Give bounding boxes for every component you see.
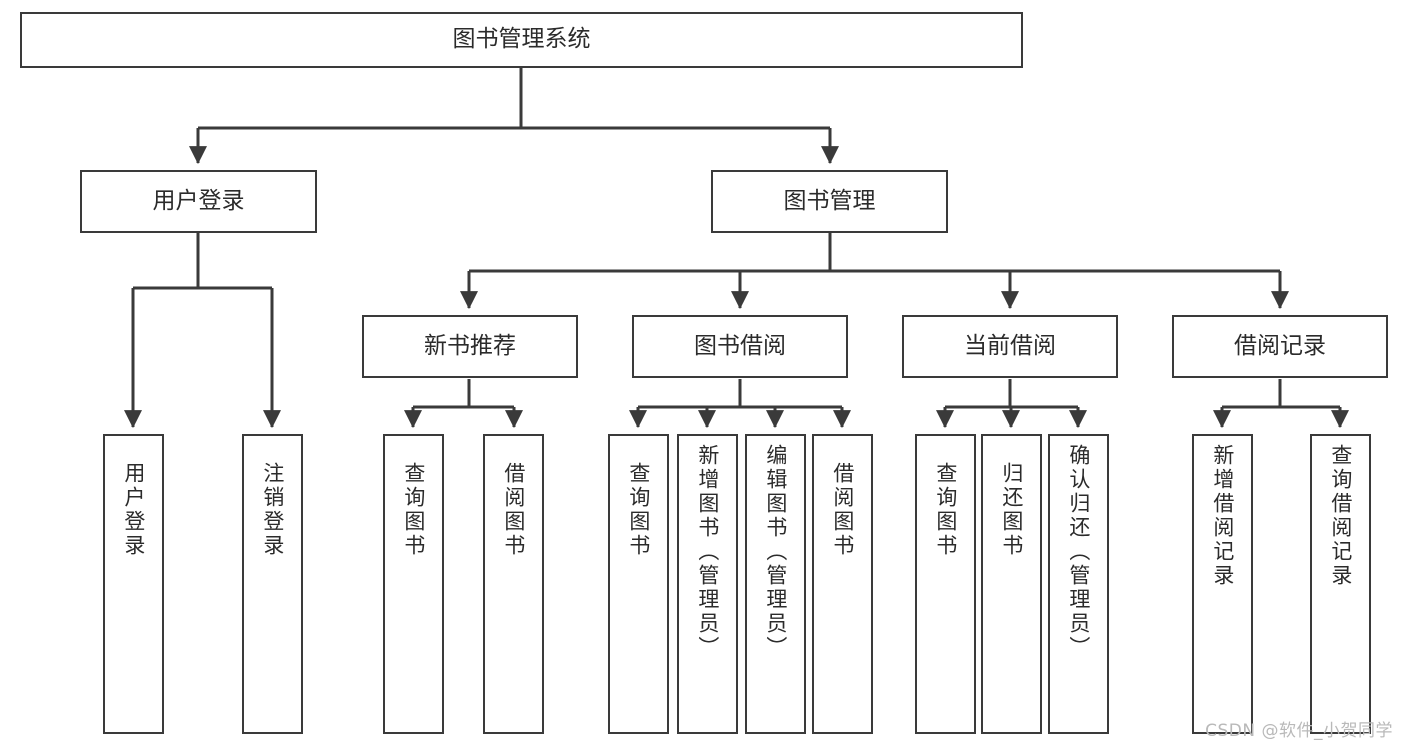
csdn-watermark: CSDN @软件_小贺同学 <box>1205 721 1393 741</box>
node-label: 查询图书 <box>401 462 426 558</box>
node-book-borrow[interactable]: 图书借阅 <box>632 315 848 378</box>
node-root-system[interactable]: 图书管理系统 <box>20 12 1023 68</box>
node-leaf-query-book-borrow[interactable]: 查询图书 <box>608 434 669 734</box>
node-label: 确认归还（管理员） <box>1066 444 1091 660</box>
node-leaf-query-borrow-record[interactable]: 查询借阅记录 <box>1310 434 1371 734</box>
node-leaf-borrow-book-recommend[interactable]: 借阅图书 <box>483 434 544 734</box>
node-leaf-return-book[interactable]: 归还图书 <box>981 434 1042 734</box>
node-label: 借阅记录 <box>1234 332 1326 359</box>
node-label: 图书管理 <box>783 187 876 214</box>
node-label: 当前借阅 <box>964 332 1056 359</box>
node-label: 借阅图书 <box>830 462 855 558</box>
node-leaf-logout-login[interactable]: 注销登录 <box>242 434 303 734</box>
node-label: 查询借阅记录 <box>1328 444 1353 588</box>
node-new-book-recommend[interactable]: 新书推荐 <box>362 315 578 378</box>
node-label: 用户登录 <box>121 462 146 558</box>
node-label: 编辑图书（管理员） <box>763 444 788 660</box>
node-book-manage[interactable]: 图书管理 <box>711 170 948 233</box>
node-label: 查询图书 <box>933 462 958 558</box>
node-leaf-add-book[interactable]: 新增图书（管理员） <box>677 434 738 734</box>
node-label: 归还图书 <box>999 462 1024 558</box>
node-leaf-user-login[interactable]: 用户登录 <box>103 434 164 734</box>
node-leaf-edit-book[interactable]: 编辑图书（管理员） <box>745 434 806 734</box>
node-label: 图书管理系统 <box>452 26 591 53</box>
node-label: 查询图书 <box>626 462 651 558</box>
node-leaf-query-book-recommend[interactable]: 查询图书 <box>383 434 444 734</box>
node-label: 注销登录 <box>260 462 285 558</box>
node-current-borrow[interactable]: 当前借阅 <box>902 315 1118 378</box>
node-label: 新增借阅记录 <box>1210 444 1235 588</box>
node-label: 新书推荐 <box>424 332 516 359</box>
node-user-login[interactable]: 用户登录 <box>80 170 317 233</box>
node-label: 借阅图书 <box>501 462 526 558</box>
node-label: 用户登录 <box>152 187 245 214</box>
node-borrow-record[interactable]: 借阅记录 <box>1172 315 1388 378</box>
node-leaf-add-borrow-record[interactable]: 新增借阅记录 <box>1192 434 1253 734</box>
node-leaf-confirm-return[interactable]: 确认归还（管理员） <box>1048 434 1109 734</box>
node-leaf-borrow-book[interactable]: 借阅图书 <box>812 434 873 734</box>
node-leaf-query-book-current[interactable]: 查询图书 <box>915 434 976 734</box>
node-label: 图书借阅 <box>694 332 786 359</box>
node-label: 新增图书（管理员） <box>695 444 720 660</box>
